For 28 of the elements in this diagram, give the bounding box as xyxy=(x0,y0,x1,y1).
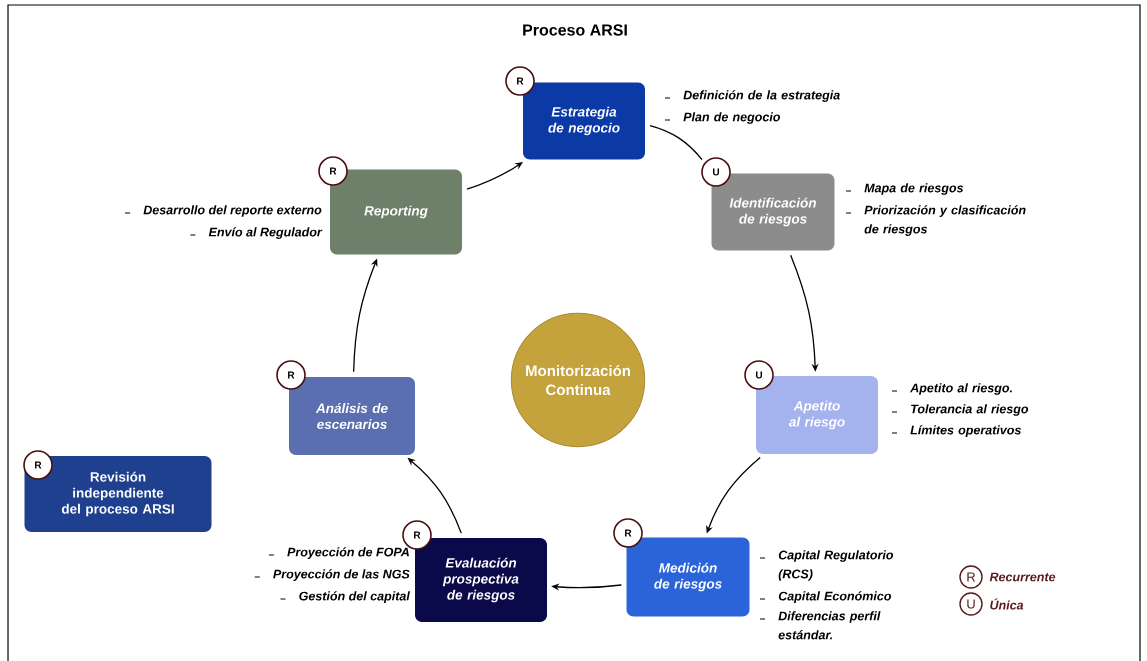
process-box: Evaluación prospectiva de riesgos xyxy=(415,538,547,622)
type-badge: U xyxy=(744,360,774,390)
type-badge: U xyxy=(701,157,731,187)
type-badge: R xyxy=(505,66,535,96)
type-badge: R xyxy=(276,360,306,390)
legend-text: Recurrente xyxy=(989,572,1056,582)
bullet-item: Proyección de FOPA xyxy=(268,547,409,559)
bullet-item: Envío al Regulador xyxy=(189,227,323,239)
bullet-item: Definición de la estrategia xyxy=(664,90,840,102)
type-badge: R xyxy=(23,450,53,480)
bullet-item: Apetito al riesgo. xyxy=(891,383,1012,395)
type-badge: R xyxy=(318,156,348,186)
process-box: Estrategia de negocio xyxy=(523,82,645,160)
bullet-item: Tolerancia al riesgo xyxy=(891,404,1029,416)
bullet-item: Límites operativos xyxy=(891,425,1021,437)
bullet-item: Capital Económico xyxy=(759,591,891,603)
bullet-item: Diferencias perfil estándar. xyxy=(759,611,881,640)
type-badge: R xyxy=(613,518,643,548)
bullet-item: Plan de negocio xyxy=(664,112,781,124)
bullet-item: Mapa de riesgos xyxy=(845,183,964,195)
bullet-item: Gestión del capital xyxy=(279,591,410,603)
bullet-item: Proyección de las NGS xyxy=(254,569,410,581)
bullet-item: Capital Regulatorio (RCS) xyxy=(759,550,894,581)
legend-text: Única xyxy=(990,598,1024,610)
process-box: Medición de riesgos xyxy=(626,537,750,617)
title: Proceso ARSI xyxy=(523,24,627,36)
bullet-item: Priorización y clasificación de riesgos xyxy=(845,205,1026,236)
bullet-item: Desarrollo del reporte externo xyxy=(124,205,322,217)
